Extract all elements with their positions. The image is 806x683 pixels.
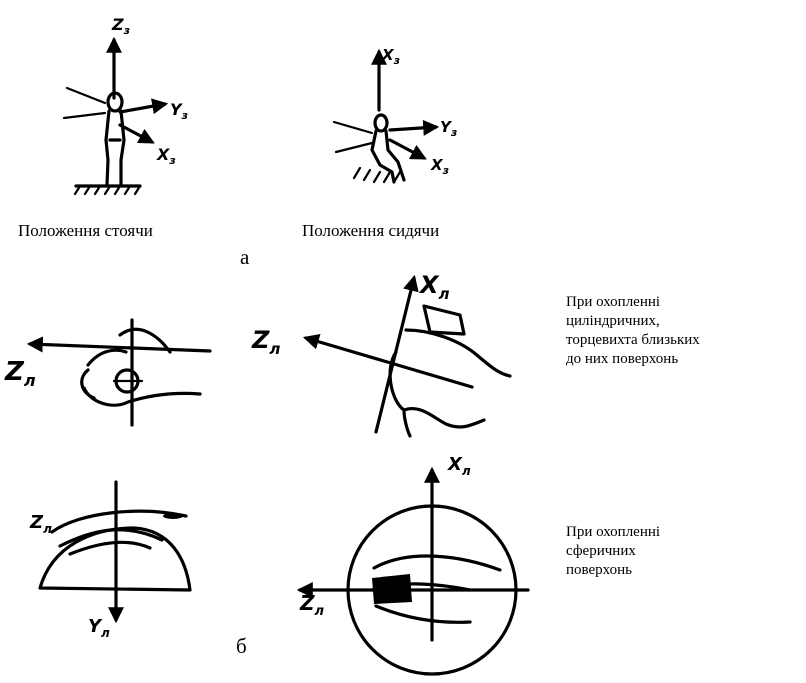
sitting-ray-lower [336, 143, 372, 152]
grip-br-x-label: Xл [447, 454, 471, 478]
sitting-x-axis [390, 140, 424, 158]
grip-tr-thumb-nail [424, 306, 464, 334]
grip-tl-hand [82, 329, 200, 405]
standing-z-label: Zз [111, 15, 130, 37]
sitting-head [375, 115, 387, 131]
grip-bl-y-label: Yл [88, 616, 110, 640]
sitting-figure [334, 52, 436, 182]
standing-ray-upper [67, 88, 105, 103]
standing-body [106, 111, 124, 185]
grip-bl-z-label: Zл [29, 512, 52, 536]
standing-x-label: Xз [156, 145, 176, 167]
part-a-label: а [240, 245, 249, 270]
grip-bl-fingertip [163, 513, 183, 519]
grip-tl-z-label: Zл [4, 357, 36, 390]
grip-tr-x-label: Xл [418, 271, 450, 303]
standing-figure [64, 40, 165, 194]
sitting-y-label: Yз [440, 118, 457, 139]
standing-y-label: Yз [170, 100, 188, 122]
grip-sphere-top [300, 470, 528, 674]
standing-y-axis [120, 104, 165, 112]
sitting-x-up-label: Xз [381, 46, 400, 67]
note-cylindrical: При охопленні циліндричних, торцевихта б… [566, 293, 716, 369]
grip-br-fingers [372, 574, 412, 604]
sitting-caption: Положення сидячи [302, 221, 439, 241]
grip-tr-hand [390, 330, 510, 436]
grip-br-z-label: Zл [299, 591, 325, 619]
standing-ray-lower [64, 113, 105, 118]
standing-caption: Положення стоячи [18, 221, 153, 241]
grip-sphere-side [40, 482, 190, 620]
note-spherical: При охопленні сферичних поверхонь [566, 523, 676, 580]
part-b-label: б [236, 634, 247, 659]
sitting-x-label: Xз [430, 156, 449, 177]
sitting-ray-upper [334, 122, 372, 133]
grip-cylinder-inclined [306, 278, 510, 436]
grip-cylinder-horizontal [30, 320, 210, 425]
sitting-y-axis [390, 127, 436, 130]
grip-tr-z-label: Zл [251, 326, 280, 358]
